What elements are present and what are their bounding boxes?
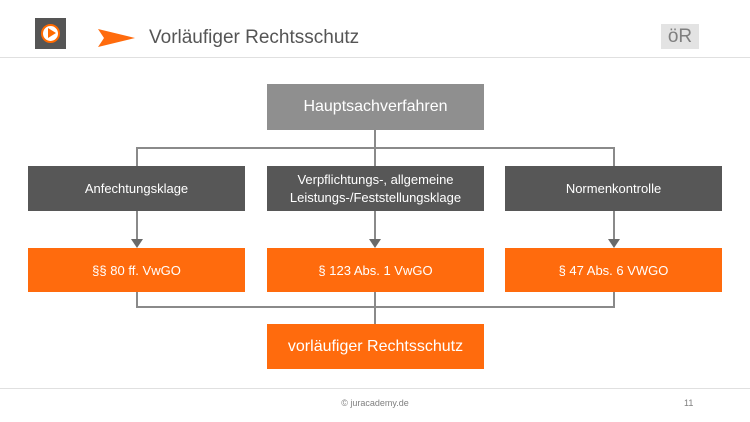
connector-col3-upper bbox=[613, 147, 615, 166]
interim-relief-box: vorläufiger Rechtsschutz bbox=[267, 324, 484, 369]
subject-badge: öR bbox=[661, 24, 699, 49]
arrowhead-col2-icon bbox=[369, 239, 381, 248]
action-type-box-1: Anfechtungsklage bbox=[28, 166, 245, 211]
norm-label-2: § 123 Abs. 1 VwGO bbox=[318, 262, 433, 278]
action-type-box-3: Normenkontrolle bbox=[505, 166, 722, 211]
connector-col3-lower bbox=[613, 292, 615, 307]
main-proceedings-label: Hauptsachverfahren bbox=[303, 98, 448, 115]
norm-label-1: §§ 80 ff. VwGO bbox=[92, 262, 181, 278]
connector-bottom-horizontal bbox=[136, 306, 615, 308]
interim-relief-label: vorläufiger Rechtsschutz bbox=[287, 337, 464, 355]
norm-label-3: § 47 Abs. 6 VWGO bbox=[558, 262, 669, 278]
play-logo-icon bbox=[35, 18, 66, 49]
connector-col2-lower bbox=[374, 292, 376, 324]
connector-root-down bbox=[374, 130, 376, 148]
action-type-box-2: Verpflichtungs-, allgemeine Leistungs-/F… bbox=[267, 166, 484, 211]
main-proceedings-box: Hauptsachverfahren bbox=[267, 84, 484, 130]
connector-col1-middle bbox=[136, 211, 138, 241]
connector-col2-upper bbox=[374, 147, 376, 166]
norm-box-2: § 123 Abs. 1 VwGO bbox=[267, 248, 484, 292]
connector-col2-middle bbox=[374, 211, 376, 241]
connector-col1-lower bbox=[136, 292, 138, 307]
orange-pointer-icon bbox=[98, 29, 135, 47]
arrowhead-col3-icon bbox=[608, 239, 620, 248]
play-triangle-icon bbox=[48, 28, 56, 38]
action-type-label-1: Anfechtungsklage bbox=[84, 180, 189, 196]
norm-box-3: § 47 Abs. 6 VWGO bbox=[505, 248, 722, 292]
action-type-label-2: Verpflichtungs-, allgemeine Leistungs-/F… bbox=[289, 171, 462, 205]
page-number: 11 bbox=[684, 398, 694, 408]
footer-divider bbox=[0, 388, 750, 389]
page-title: Vorläufiger Rechtsschutz bbox=[149, 27, 360, 48]
connector-col1-upper bbox=[136, 147, 138, 166]
copyright-text: © juracademy.de bbox=[341, 398, 409, 408]
arrowhead-col1-icon bbox=[131, 239, 143, 248]
action-type-label-3: Normenkontrolle bbox=[565, 180, 662, 196]
header-divider bbox=[0, 57, 750, 58]
connector-col3-middle bbox=[613, 211, 615, 241]
norm-box-1: §§ 80 ff. VwGO bbox=[28, 248, 245, 292]
